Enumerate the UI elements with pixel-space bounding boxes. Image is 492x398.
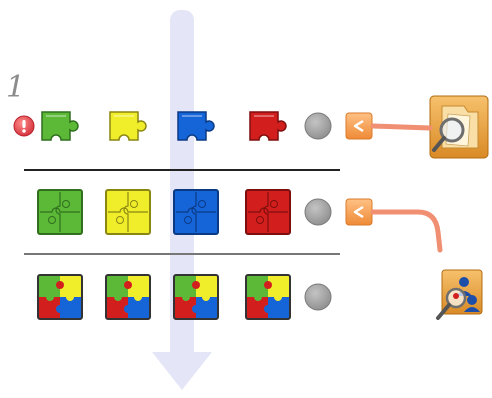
stage-row-single-pieces	[13, 95, 489, 159]
search-folder-icon[interactable]	[429, 95, 489, 159]
connector-line	[370, 123, 433, 131]
mixed-puzzle-square-icon	[37, 274, 83, 320]
puzzle-square-icon	[37, 189, 83, 235]
puzzle-square-icon	[105, 189, 151, 235]
stage-row-mixed-color-squares	[37, 274, 332, 320]
status-indicator-icon	[304, 112, 332, 140]
collapse-left-icon[interactable]	[345, 198, 373, 226]
puzzle-square-icon	[173, 189, 219, 235]
collapse-left-icon[interactable]	[345, 112, 373, 140]
puzzle-piece-icon	[177, 111, 215, 141]
puzzle-piece-icon	[249, 111, 287, 141]
step-number: 1	[6, 70, 26, 105]
status-indicator-icon	[304, 198, 332, 226]
status-indicator-icon	[304, 283, 332, 311]
error-icon	[13, 115, 35, 137]
puzzle-piece-icon	[41, 111, 79, 141]
stage-row-same-color-squares	[37, 189, 483, 320]
mixed-puzzle-square-icon	[173, 274, 219, 320]
mixed-puzzle-square-icon	[105, 274, 151, 320]
mixed-puzzle-square-icon	[245, 274, 291, 320]
connector-line	[370, 209, 443, 253]
puzzle-square-icon	[245, 189, 291, 235]
search-users-icon[interactable]	[436, 269, 483, 320]
puzzle-piece-icon	[109, 111, 147, 141]
